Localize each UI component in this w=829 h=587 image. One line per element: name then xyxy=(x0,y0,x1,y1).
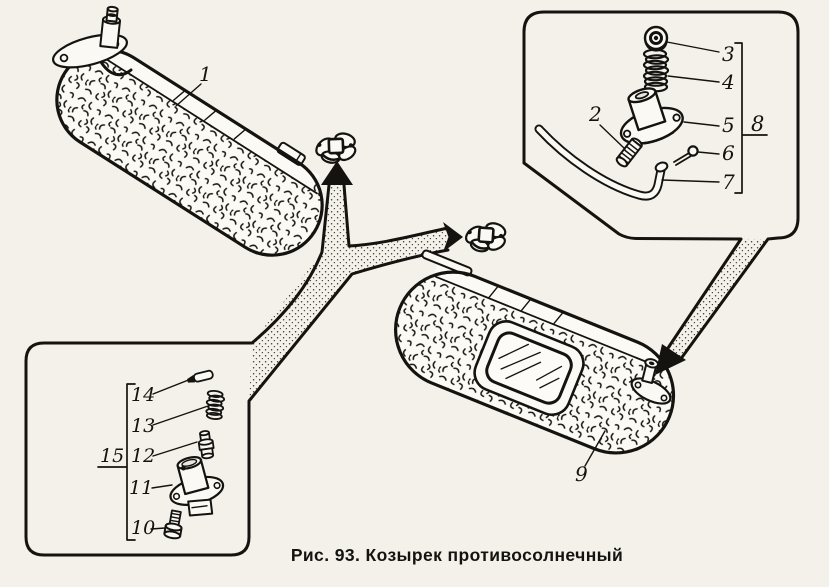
callout-6: 6 xyxy=(722,141,735,165)
visor-rod-end xyxy=(421,249,473,277)
callout-9: 9 xyxy=(575,462,588,486)
part-pivot-bracket-5 xyxy=(619,87,684,145)
mirror-glass-hatching xyxy=(498,343,563,389)
part-bushing-12 xyxy=(197,430,215,460)
callout-10: 10 xyxy=(131,517,155,539)
part-spring-13 xyxy=(205,389,226,420)
rod-seam-ticks xyxy=(488,286,564,325)
group-bracket-8 xyxy=(734,42,768,194)
callout-4: 4 xyxy=(721,70,735,94)
part-bracket-11 xyxy=(169,456,225,517)
arrowhead-up-icon xyxy=(321,161,353,185)
vanity-mirror xyxy=(473,320,585,417)
callout-12: 12 xyxy=(131,445,155,467)
callout-5: 5 xyxy=(722,113,735,137)
arrowhead-to-pivot-icon xyxy=(655,344,686,375)
callout-14: 14 xyxy=(131,384,155,406)
sun-visor-plain: 1 xyxy=(52,5,324,257)
callout-3: 3 xyxy=(722,42,735,66)
callout-11: 11 xyxy=(129,477,153,499)
group-bracket-15 xyxy=(97,383,136,541)
inset-box-clip-parts: 14 13 12 11 10 15 xyxy=(24,183,450,557)
inset-box-pivot-parts: 3 4 5 6 7 2 8 xyxy=(522,10,800,375)
leader-callout-1 xyxy=(175,83,202,107)
sun-visor-with-mirror: 9 xyxy=(393,249,676,486)
visor-pivot-bracket xyxy=(630,358,672,405)
part-washer-3 xyxy=(643,25,669,52)
part-screw-10 xyxy=(163,509,183,540)
callout-7: 7 xyxy=(722,170,735,194)
rod-seam-ticks xyxy=(172,90,246,140)
leader-callout-9 xyxy=(584,430,606,467)
callout-8: 8 xyxy=(751,112,764,136)
figure-caption: Рис. 93. Козырек противосолнечный xyxy=(291,545,623,565)
part-spring-4 xyxy=(642,48,670,93)
callout-13: 13 xyxy=(131,415,155,437)
callout-15: 15 xyxy=(100,445,124,467)
visor-rod-end xyxy=(276,141,306,166)
visor-rod-clip-upper xyxy=(315,132,357,164)
part-rod-7 xyxy=(534,124,669,201)
visor-mount-bracket xyxy=(52,5,133,77)
part-pin-6 xyxy=(673,145,699,166)
leader-lines-right-box xyxy=(599,41,720,183)
callout-2: 2 xyxy=(588,102,602,126)
leader-lines-left-box xyxy=(150,378,209,530)
callout-1: 1 xyxy=(199,62,212,86)
